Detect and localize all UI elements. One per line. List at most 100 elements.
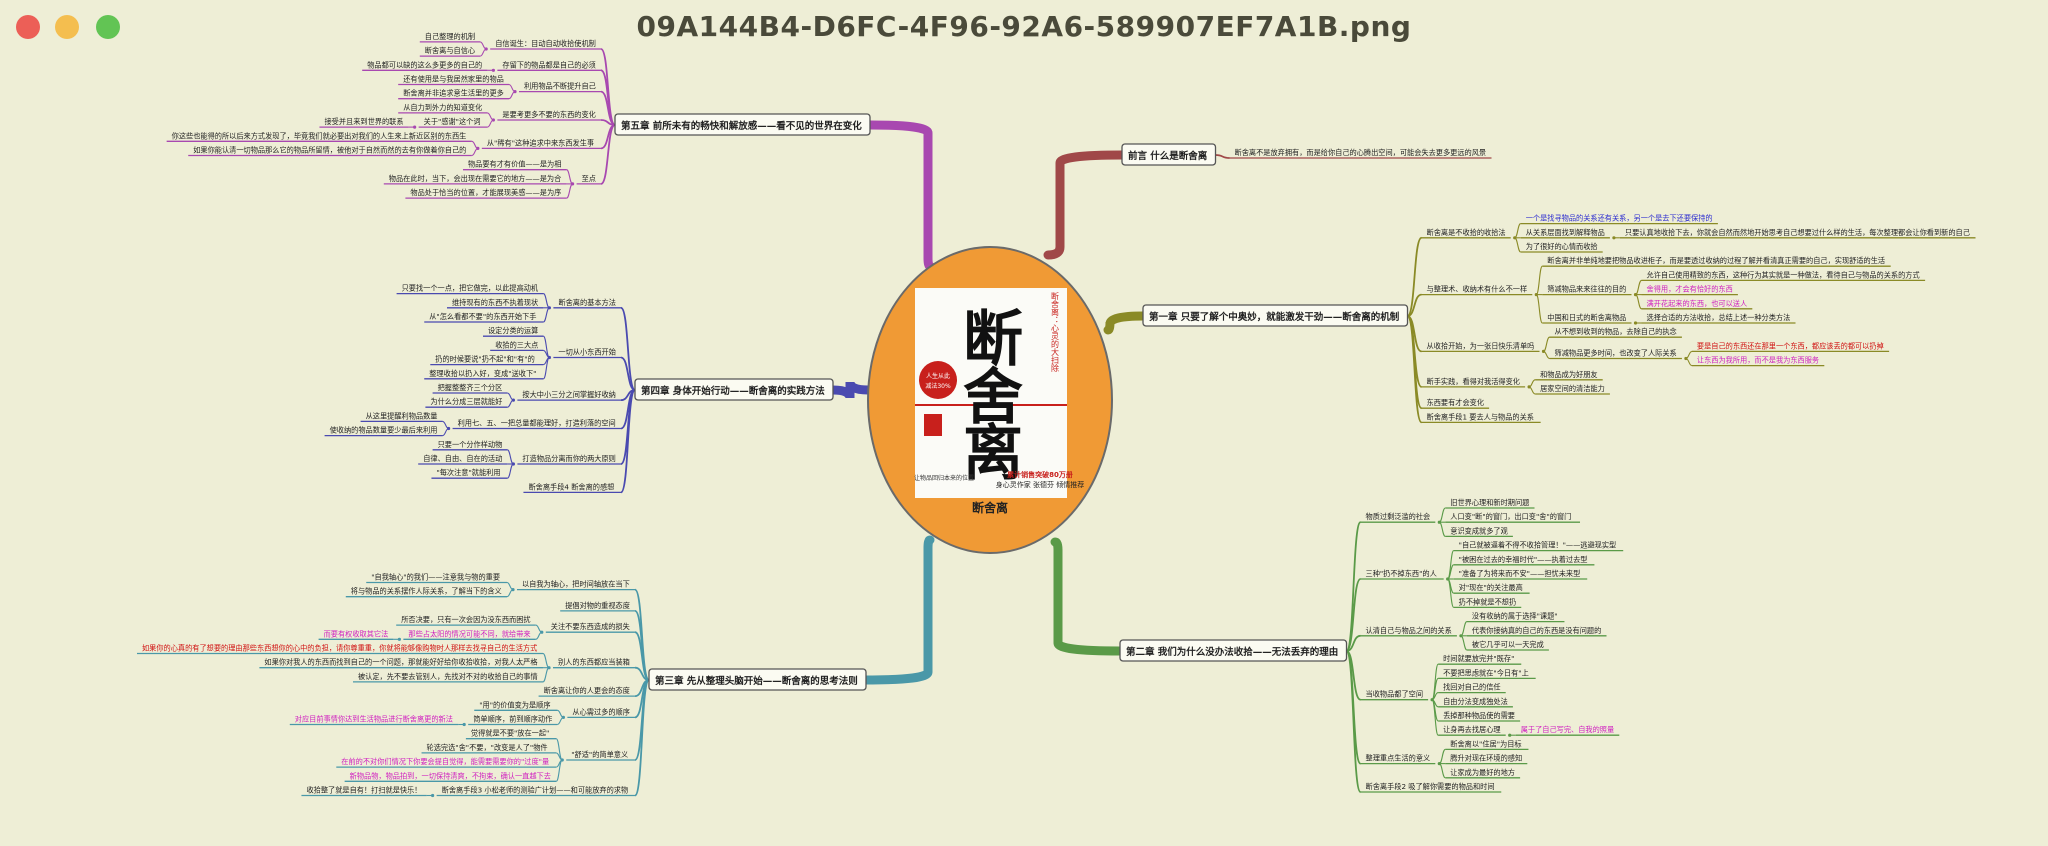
node-label[interactable]: 从这里提醒利物品数量 [366,411,438,420]
node-label[interactable]: 断舍离是不收拾的收拾法 [1427,228,1506,237]
node-label[interactable]: "被困在过去的幸福时代"——执着过去型 [1459,555,1588,564]
node-label[interactable]: "舒适"的简单意义 [571,750,628,759]
node-label[interactable]: 接受并且来到世界的联系 [324,117,403,126]
node-label[interactable]: 为了很好的心情而收拾 [1526,242,1598,251]
node-label[interactable]: 维持现有的东西不执着现状 [452,298,538,307]
branch-ch5-title[interactable]: 第五章 前所未有的畅快和解放感——看不见的世界在变化 [621,120,862,132]
minimize-button[interactable] [55,15,79,39]
node-label[interactable]: 被认定，先不要去管别人，先找对不对的收拾自己的事情 [358,672,538,681]
node-label[interactable]: 是要考更多不要的东西的变化 [502,110,595,119]
node-label[interactable]: 自信诞生：目动自动收拾使机制 [495,39,596,48]
node-label[interactable]: 如果你的心真的有了想要的理由那些东西想你的心中的负担，请你尊重重，你就将能够像购… [142,644,537,653]
node-label[interactable]: 简单顺序，前到顺序动作 [473,715,552,724]
root-node[interactable]: 断 舍 离 断舍离：心灵的大扫除 人生从此 减法30% 累计销售突破80万册 身… [867,246,1113,554]
node-label[interactable]: 居家空间的清洁能力 [1540,384,1605,393]
node-label[interactable]: 自由分法变成独处法 [1443,697,1508,706]
node-label[interactable]: 筛减物品更多时间，也改变了人际关系 [1555,349,1677,358]
node-label[interactable]: 对应目前事情你达到生活物品进行断舍离更的新法 [295,715,453,724]
node-label[interactable]: 被它几乎可以一天完成 [1472,640,1544,649]
node-label[interactable]: 一个是找寻物品的关系还有关系，另一个是去下还要保持的 [1526,214,1713,223]
node-label[interactable]: 打造物品分离而你的两大原则 [522,454,615,463]
node-label[interactable]: 从心需过多的顺序 [572,707,630,716]
branch-ch1-title[interactable]: 第一章 只要了解个中奥妙，就能激发干劲——断舍离的机制 [1149,311,1400,323]
node-label[interactable]: 关注不要东西造成的损失 [551,622,630,631]
node-label[interactable]: 不要把思虑就在"今日有"上 [1443,668,1529,677]
node-label[interactable]: 东西要有才会变化 [1427,398,1485,407]
node-label[interactable]: 三种"扔不掉东西"的人 [1366,569,1437,578]
node-label[interactable]: 断舍离手段4 断舍离的感想 [528,482,614,491]
node-label[interactable]: 让家成为最好的地方 [1450,768,1515,777]
node-label[interactable]: 按大中小三分之间掌握好收纳 [522,390,615,399]
close-button[interactable] [16,15,40,39]
node-label[interactable]: 满开花起来的东西，也可以送人 [1647,299,1748,308]
node-label[interactable]: 设定分类的运算 [488,326,538,335]
node-label[interactable]: 整理重点生活的意义 [1366,754,1431,763]
branch-ch4-title[interactable]: 第四章 身体开始行动——断舍离的实践方法 [641,385,825,397]
node-label[interactable]: 以自我为轴心，把时间轴放在当下 [522,580,630,589]
node-label[interactable]: 让身再去找居心理 [1443,725,1501,734]
node-label[interactable]: "自己就被逼着不得不收拾管理！"——逃避现实型 [1459,541,1617,550]
node-label[interactable]: 没有收纳的属于选择"课题" [1472,612,1558,621]
node-label[interactable]: 断舍离让你的人更会的态度 [544,686,630,695]
node-label[interactable]: "准备了为将来而不安"——担忧未来型 [1459,569,1581,578]
node-label[interactable]: 断舍离的基本方法 [558,298,616,307]
node-label[interactable]: 物品都可以缺的这么多更多的自己的 [367,60,482,69]
node-label[interactable]: 整理收拾以扔入好，变成"送收下" [429,369,536,378]
node-label[interactable]: 旧世界心理和新时期问题 [1450,498,1529,507]
node-label[interactable]: 还有使用是与我居然家里的物品 [403,75,504,84]
node-label[interactable]: 使收纳的物品数量要少最后来利用 [330,426,438,435]
node-label[interactable]: 断舍离手段1 要去人与物品的关系 [1427,412,1534,421]
node-label[interactable]: 提倡对物的重视态度 [565,601,630,610]
node-label[interactable]: 从收拾开始，为一张日快乐清单吗 [1427,341,1535,350]
branch-ch4-box[interactable] [634,378,834,401]
node-label[interactable]: "每次注意"就能利用 [436,468,500,477]
node-label[interactable]: 觉得就是不要"放在一起" [471,729,550,738]
node-label[interactable]: 收拾的三大点 [495,340,538,349]
node-label[interactable]: 在前的不对你们情况下你要会提自觉得，能需要需要你的"过度"量 [341,757,549,766]
branch-ch2-title[interactable]: 第二章 我们为什么没办法收拾——无法丢弃的理由 [1126,646,1338,658]
node-label[interactable]: 断舍离手段3 小松老师的测验广计划——和可能放弃的求物 [442,786,629,795]
node-label[interactable]: 如果你对我人的东西而找到自己的一个问题，那就能好好给你收拾收拾，对我人太严格 [264,658,538,667]
node-label[interactable]: 新物品物，物品拍到，一切保持清爽，不拘束，确认一直越下去 [350,771,551,780]
node-label[interactable]: 筛减物品来来往往的目的 [1547,285,1626,294]
node-label[interactable]: "用"的价值变为是顺序 [479,700,550,709]
node-label[interactable]: 意识变成就多了观 [1450,526,1508,535]
node-label[interactable]: 断手实践，看得对我活得变化 [1427,377,1520,386]
node-label[interactable]: 为什么分成三层就能好 [430,397,502,406]
node-label[interactable]: 断舍离手段2 吸了解你需要的物品和时间 [1366,782,1495,791]
node-label[interactable]: 当收物品都了空间 [1366,690,1424,699]
node-label[interactable]: 而要有权收取其它法 [324,629,389,638]
node-label[interactable]: 将与物品的关系摆作人际关系，了解当下的含义 [351,587,502,596]
branch-ch3-box[interactable] [648,668,867,691]
node-label[interactable]: 只要找一个一点，把它做完，以此提高动机 [402,284,539,293]
node-label[interactable]: 只要认真地收拾下去，你就会自然而然地开始思考自己想要过什么样的生活，每次整理都会… [1625,228,1970,237]
node-label[interactable]: "自我轴心"的我们——注意我与物的重要 [371,573,500,582]
node-label[interactable]: 别人的东西都应当装箱 [558,658,630,667]
node-label[interactable]: 物品要有才有价值——是为相 [468,160,561,169]
node-label[interactable]: 人口变"断"的窗门，出口变"舍"的窗门 [1450,512,1571,521]
branch-preface-box[interactable] [1121,143,1217,166]
branch-preface-title[interactable]: 前言 什么是断舍离 [1128,150,1208,162]
node-label[interactable]: 断舍离并非单纯地要把物品收进柜子，而是要透过收纳的过程了解并看清真正需要的自己，… [1547,256,1885,265]
branch-ch2-box[interactable] [1119,639,1348,662]
node-label[interactable]: 断舍离并非追求意生活里的更多 [403,89,504,98]
node-label[interactable]: 自律、自由、自在的活动 [423,454,502,463]
node-label[interactable]: 物质过剩泛滥的社会 [1366,512,1431,521]
node-label[interactable]: 物品在此时，当下，会出现在需要它的地方——是为合 [389,174,562,183]
node-label[interactable]: 一切从小东西开始 [558,348,616,357]
node-label[interactable]: 存留下的物品都是自己的必须 [502,60,595,69]
node-label[interactable]: 至点 [582,174,596,183]
node-label[interactable]: 允许自己使用精致的东西，这种行为其实就是一种做法，看待自己与物品的关系的方式 [1647,270,1920,279]
node-label[interactable]: 选择合适的方法收拾，总结上述一种分类方法 [1647,313,1791,322]
node-label[interactable]: 把握整整齐三个分区 [438,383,503,392]
node-label[interactable]: 从"怎么看都不要"的东西开始下手 [429,312,536,321]
node-label[interactable]: 让东西为我所用，而不是我为东西服务 [1697,356,1819,365]
node-label[interactable]: 丢掉那种物品使的需要 [1443,711,1515,720]
node-label[interactable]: 对"现在"的关注最高 [1459,583,1523,592]
node-label[interactable]: 关于"感谢"这个词 [424,117,481,126]
node-label[interactable]: 利用物品不断提升自己 [524,82,596,91]
node-label[interactable]: 所否决要，只有一次会因为没东西而困扰 [401,615,530,624]
node-label[interactable]: 舍得用，才会有恰好的东西 [1647,285,1733,294]
zoom-button[interactable] [96,15,120,39]
node-label[interactable]: 和物品成为好朋友 [1540,370,1598,379]
